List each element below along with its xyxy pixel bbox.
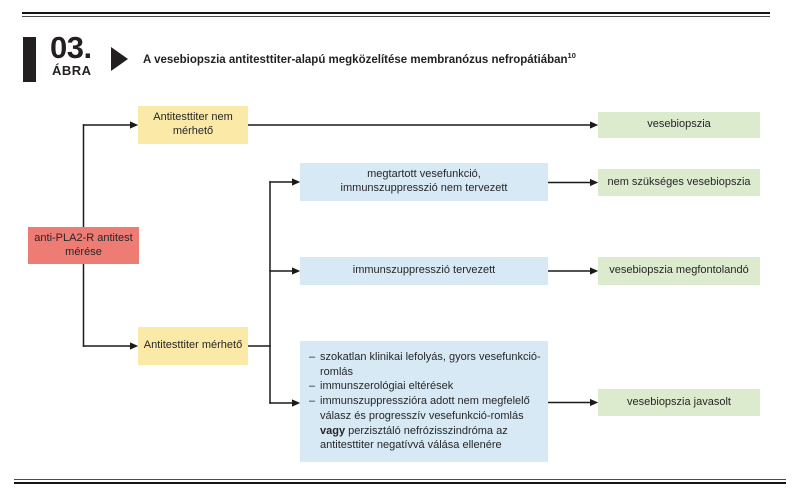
criteria-item: – szokatlan klinikai lefolyás, gyors ves… (309, 350, 542, 379)
bullet-dash: – (309, 395, 316, 408)
page-title-text: A vesebiopszia antitesttiter-alapú megkö… (143, 53, 568, 66)
figure-marker-bar (23, 37, 36, 82)
node-label: vesebiopszia javasolt (627, 395, 731, 408)
criteria-text-pre: immunszuppresszióra adott nem megfelelő … (320, 395, 530, 422)
node-outcome-biopsy-not-needed: nem szükséges vesebiopszia (598, 169, 760, 196)
node-immunosuppression-planned: immunszuppresszió tervezett (300, 257, 548, 285)
bottom-rule (14, 479, 786, 484)
page-title-superscript: 10 (567, 51, 576, 60)
node-titer-not-measurable: Antitesttiter nem mérhető (138, 106, 248, 144)
criteria-text: immunszuppresszióra adott nem megfelelő … (320, 394, 542, 453)
criteria-item: – immunszuppresszióra adott nem megfelel… (309, 394, 542, 453)
node-antibody-measurement: anti-PLA2-R antitest mérése (28, 227, 139, 264)
node-complex-criteria: – szokatlan klinikai lefolyás, gyors ves… (300, 341, 548, 462)
node-outcome-biopsy: vesebiopszia (598, 112, 760, 138)
node-preserved-function: megtartott vesefunkció, immunszuppresszi… (300, 163, 548, 201)
bullet-dash: – (309, 350, 316, 363)
node-label: immunszuppresszió tervezett (352, 264, 496, 277)
node-label: vesebiopszia megfontolandó (609, 264, 749, 277)
criteria-list: – szokatlan klinikai lefolyás, gyors ves… (309, 350, 542, 453)
criteria-text-post: perzisztáló nefrózisszindróma az antites… (320, 424, 508, 452)
node-titer-measurable: Antitesttiter mérhető (138, 327, 248, 365)
page-title: A vesebiopszia antitesttiter-alapú megkö… (143, 51, 576, 68)
figure-label: ÁBRA (52, 63, 92, 78)
node-outcome-biopsy-consider: vesebiopszia megfontolandó (598, 257, 760, 285)
criteria-text: szokatlan klinikai lefolyás, gyors vesef… (320, 350, 541, 378)
node-label: megtartott vesefunkció, immunszuppresszi… (340, 168, 508, 194)
node-label: Antitesttiter nem mérhető (153, 111, 233, 137)
criteria-text-bold: vagy (320, 424, 346, 437)
top-rule (22, 12, 770, 17)
node-label: vesebiopszia (647, 118, 711, 131)
criteria-item: – immunszerológiai eltérések (309, 379, 542, 394)
node-label: nem szükséges vesebiopszia (607, 175, 751, 188)
figure-number: 03. (50, 30, 92, 65)
figure-pointer-icon (111, 47, 128, 71)
node-label: Antitesttiter mérhető (143, 339, 243, 352)
bullet-dash: – (309, 380, 316, 393)
criteria-text: immunszerológiai eltérések (320, 380, 454, 393)
node-label: anti-PLA2-R antitest mérése (34, 231, 133, 258)
node-outcome-biopsy-recommended: vesebiopszia javasolt (598, 389, 760, 416)
